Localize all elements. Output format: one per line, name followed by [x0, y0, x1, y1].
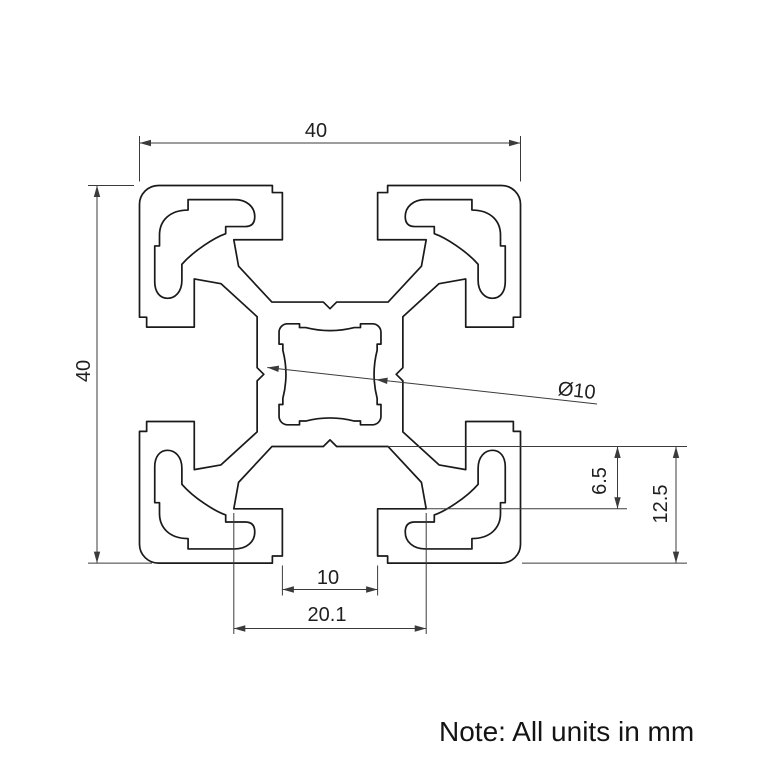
dimension-arrowhead [93, 185, 101, 197]
dim-height-label: 40 [73, 360, 95, 382]
dimension-arrowhead [672, 446, 680, 458]
dim-width-label: 40 [305, 120, 327, 142]
corner-cavity-top-right [404, 198, 507, 300]
units-note: Note: All units in mm [439, 716, 694, 747]
dimension-arrowhead [414, 625, 427, 632]
dimension-arrowhead [376, 377, 388, 385]
corner-cavity-top-left [153, 198, 256, 300]
corner-cavity-bottom-right [404, 449, 507, 550]
dim-depth-label: 12.5 [650, 485, 672, 524]
dim-opening-label: 10 [317, 567, 339, 589]
dimension-arrowhead [614, 446, 621, 458]
dimension-arrowhead [267, 365, 280, 372]
dimension-arrowhead [139, 139, 151, 147]
dim-inner-width-label: 20.1 [308, 604, 347, 626]
dimension-arrowhead [93, 551, 101, 564]
corner-cavity-bottom-left [153, 449, 256, 550]
dimension-arrowhead [509, 139, 521, 147]
extrusion-profile [138, 184, 522, 564]
dim-bore-label: Ø10 [557, 378, 597, 404]
dimension-arrowhead [614, 497, 621, 509]
dimension-layer [88, 136, 687, 634]
dimension-arrowhead [672, 551, 680, 564]
dimension-arrowhead [366, 586, 378, 593]
dimension-line [267, 367, 598, 405]
profile-outline [138, 184, 522, 564]
dim-step-label: 6.5 [589, 467, 611, 495]
center-bore [278, 322, 382, 426]
dimension-arrowhead [233, 625, 246, 632]
dimension-arrowhead [282, 586, 294, 593]
